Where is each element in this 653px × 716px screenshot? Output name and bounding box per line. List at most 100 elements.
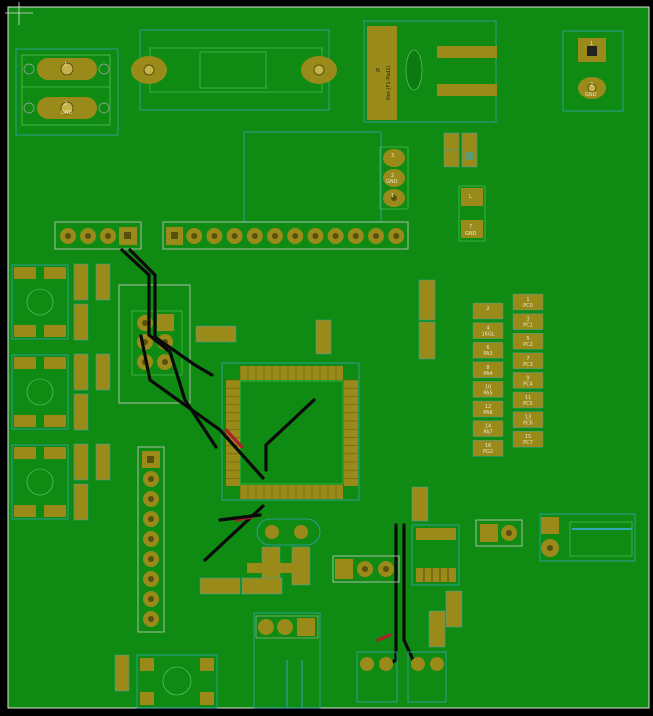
pin-net: PC7 <box>523 440 533 446</box>
tact-switch[interactable] <box>11 443 111 521</box>
jumper-gnd: GND <box>465 231 477 237</box>
header-2x8-pad-left: 2 <box>472 302 504 320</box>
connector-bottom-3pin[interactable] <box>253 612 321 709</box>
pin-net: PA3 <box>483 351 492 357</box>
jumper-l-gnd[interactable]: L 7 GND <box>458 185 486 242</box>
header-9pin-pad <box>143 611 159 627</box>
pin-net: PC6 <box>523 421 533 427</box>
smd-caps-mid-right[interactable] <box>195 279 436 522</box>
pin-net: PA6 <box>483 410 492 416</box>
pin-number: 4 <box>486 326 489 332</box>
pin-number: 14 <box>485 424 491 430</box>
connector-top-right[interactable]: 1 2 GND <box>562 30 624 112</box>
jumper-l: L <box>469 194 472 200</box>
conn-tr-pin2: 2 <box>590 82 593 88</box>
pin-net: PA5 <box>483 390 492 396</box>
header-9pin-vertical[interactable] <box>137 446 165 633</box>
origin-marker <box>5 2 33 25</box>
header-12pin-pad <box>206 228 223 244</box>
relay-net: Net-(F1-Pad2) <box>386 65 392 100</box>
header-4pin[interactable] <box>54 221 142 250</box>
isp-pad <box>157 354 173 370</box>
header-12pin-pad <box>327 228 344 244</box>
pin-number: 11 <box>525 395 531 401</box>
header-12pin-pad <box>287 228 304 244</box>
smd-caps-top-right[interactable] <box>443 132 478 168</box>
button-bottom[interactable] <box>114 654 218 709</box>
buttons-left[interactable] <box>11 263 111 521</box>
power-pin1-label: 1 <box>64 62 67 68</box>
pin-number: 3 <box>526 317 529 323</box>
screw-terminal-power[interactable]: 1 2 GND <box>15 48 119 136</box>
header-12pin-pad <box>347 228 364 244</box>
power-pin2-num: 2 <box>64 101 67 107</box>
header-12pin-pad <box>388 228 405 244</box>
header-12pin[interactable] <box>162 221 409 250</box>
pin-net: PC2 <box>523 342 533 348</box>
pin-net: PC3 <box>523 362 533 368</box>
header-12pin-pad <box>186 228 203 244</box>
jumper-7: 7 <box>469 224 472 230</box>
tact-switch[interactable] <box>11 263 111 341</box>
vreg-pin3: 3 <box>391 153 394 159</box>
conn-tr-gnd: GND <box>585 92 597 98</box>
pin-net: PC4 <box>523 381 533 387</box>
header-12pin-pad-square <box>166 227 183 245</box>
pin-number: 9 <box>526 375 529 381</box>
vreg-pin2: 2 <box>391 173 394 179</box>
pin-number: 2 <box>486 306 489 312</box>
pin-number: 6 <box>486 345 489 351</box>
header-9pin-pad-square <box>142 451 160 468</box>
header-12pin-pad <box>226 228 243 244</box>
header-9pin-pad <box>143 471 159 487</box>
pin-net: PC0 <box>523 303 533 309</box>
soic-ic[interactable] <box>411 524 460 586</box>
pin-number: 5 <box>526 336 529 342</box>
vreg-gnd: GND <box>386 179 398 185</box>
header-9pin-pad <box>143 491 159 507</box>
conn-tr-pin1: 1 <box>590 41 593 47</box>
header-3pin-middle[interactable] <box>332 555 400 583</box>
header-9pin-pad <box>143 531 159 547</box>
connector-bottom-a[interactable] <box>356 651 398 703</box>
tact-switch[interactable] <box>11 353 111 431</box>
pin-number: 10 <box>485 384 491 390</box>
header-4pin-pad <box>80 228 96 244</box>
voltage-regulator[interactable]: 3 2 GND 1 <box>379 146 409 210</box>
relay-connector[interactable]: N Net-(F1-Pad2) <box>363 20 497 123</box>
connector-bottom-b[interactable] <box>407 651 447 703</box>
header-12pin-pad <box>246 228 263 244</box>
smd-caps-bottom-right[interactable] <box>428 590 463 648</box>
isp-header[interactable] <box>118 284 191 404</box>
fuse-holder[interactable] <box>131 29 337 111</box>
header-12pin-pad <box>267 228 283 244</box>
header-9pin-pad <box>143 571 159 587</box>
power-gnd-label: GND <box>61 110 73 116</box>
pin-net: PC1 <box>523 323 533 329</box>
pin-net: PA7 <box>483 430 492 436</box>
pin-net: 16GL <box>481 332 494 338</box>
header-2pin-right[interactable] <box>475 519 523 547</box>
connector-right[interactable] <box>539 513 636 562</box>
header-2x8[interactable]: 21PC0416GL3PC16PA35PC28PA47PC310PA59PC41… <box>472 293 544 457</box>
isp-pad-square <box>157 314 174 331</box>
header-4pin-pad <box>60 228 76 244</box>
tracks <box>120 248 416 670</box>
pin-number: 12 <box>485 404 491 410</box>
header-12pin-pad <box>307 228 324 244</box>
crystal-and-caps[interactable] <box>199 518 321 595</box>
header-4pin-pad-square <box>119 227 137 245</box>
